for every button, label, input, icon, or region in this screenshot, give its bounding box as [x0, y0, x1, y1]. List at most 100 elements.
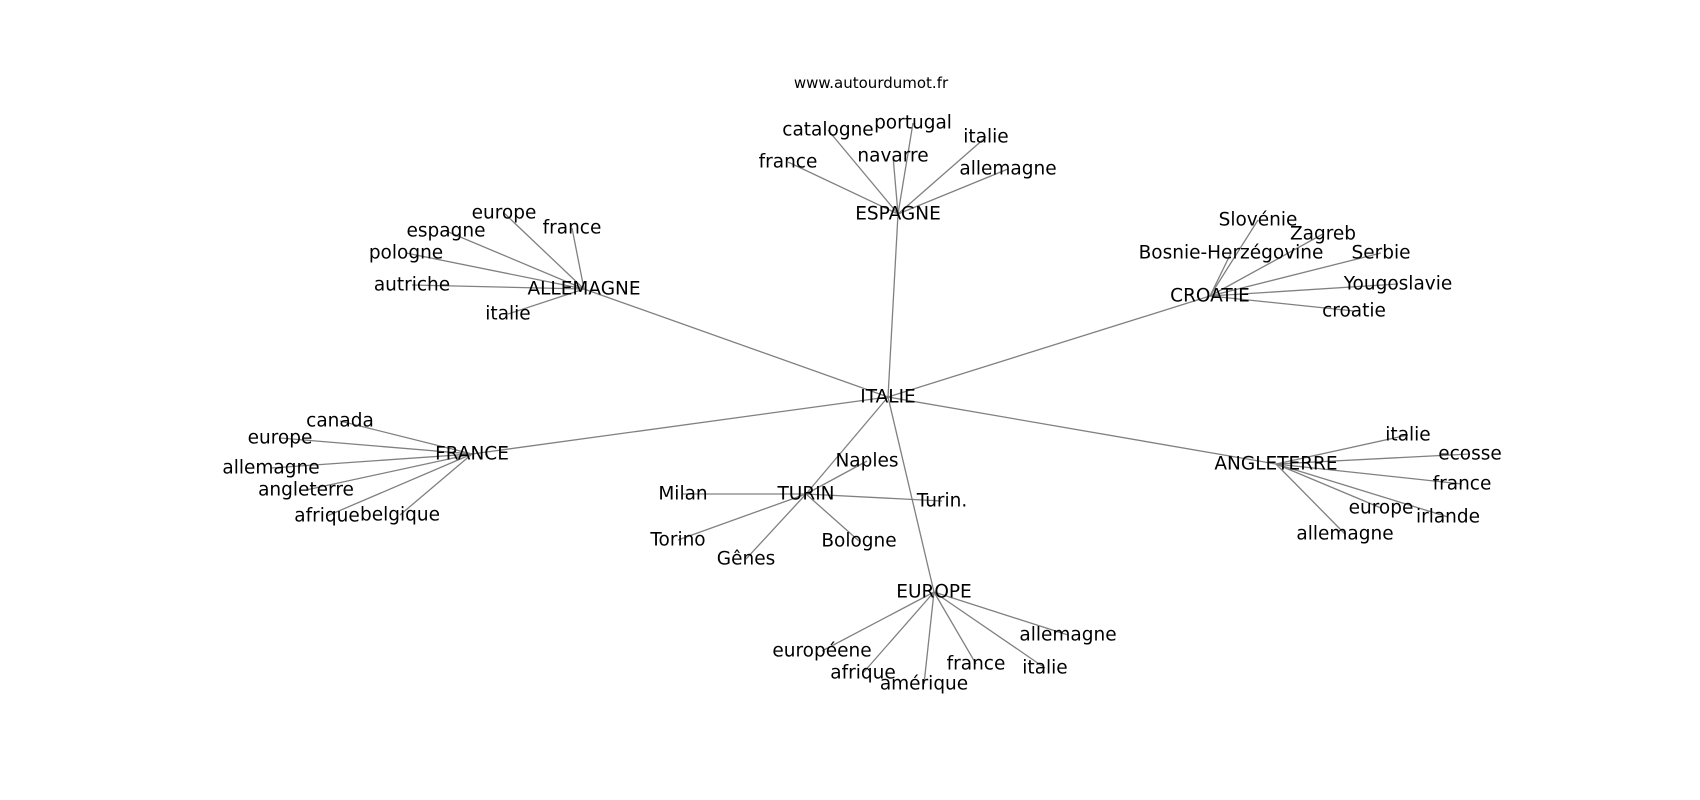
edge-croatie-leaf: [1209, 295, 1355, 312]
center-node-label: ITALIE: [860, 387, 915, 408]
edge-allemagne-leaf: [405, 252, 585, 290]
edge-croatie-leaf: [1209, 252, 1382, 297]
leaf-node-turin: Bologne: [821, 531, 896, 552]
leaf-node-allemagne: france: [543, 218, 602, 239]
edge-france-leaf: [305, 453, 473, 491]
edge-europe-leaf: [933, 591, 1046, 669]
edge-allemagne-leaf: [507, 288, 585, 315]
edge-espagne-leaf: [827, 129, 899, 215]
edge-espagne-leaf: [892, 155, 899, 215]
leaf-node-allemagne: autriche: [374, 275, 450, 296]
leaf-node-france: canada: [306, 411, 374, 432]
leaf-node-angleterre: france: [1433, 474, 1492, 495]
edge-allemagne-leaf: [445, 230, 585, 290]
leaf-node-angleterre: irlande: [1416, 507, 1480, 528]
edge-center-turin: [805, 396, 889, 495]
edge-france-leaf: [279, 437, 473, 455]
edge-angleterre-leaf: [1275, 434, 1409, 465]
leaf-node-croatie: croatie: [1322, 301, 1386, 322]
leaf-node-turin: Gênes: [717, 549, 775, 570]
edge-center-angleterre: [887, 396, 1277, 465]
leaf-node-angleterre: europe: [1349, 498, 1414, 519]
edge-turin-leaf: [805, 493, 943, 502]
leaf-node-europe: amérique: [880, 674, 968, 695]
leaf-node-angleterre: ecosse: [1438, 444, 1502, 465]
leaf-node-croatie: Slovénie: [1219, 210, 1298, 231]
edge-allemagne-leaf: [411, 284, 585, 290]
edge-europe-leaf: [923, 591, 935, 685]
leaf-node-france: afrique: [294, 506, 359, 527]
edge-center-europe: [887, 396, 935, 593]
edge-croatie-leaf: [1209, 219, 1259, 297]
edge-angleterre-leaf: [1275, 463, 1463, 485]
leaf-node-croatie: Bosnie-Herzégovine: [1139, 243, 1324, 264]
edge-allemagne-leaf: [503, 212, 585, 290]
hub-node-allemagne: ALLEMAGNE: [527, 279, 640, 300]
edge-turin-leaf: [677, 493, 807, 541]
leaf-node-europe: européene: [772, 641, 871, 662]
edge-croatie-leaf: [1209, 283, 1399, 297]
leaf-node-croatie: Zagreb: [1290, 224, 1356, 245]
leaf-node-allemagne: italie: [485, 304, 530, 325]
edge-angleterre-leaf: [1275, 453, 1471, 465]
leaf-node-turin: Naples: [835, 451, 898, 472]
leaf-node-europe: afrique: [830, 663, 895, 684]
edge-angleterre-leaf: [1275, 463, 1382, 509]
edge-croatie-leaf: [1209, 252, 1232, 297]
edge-france-leaf: [270, 453, 473, 469]
edge-europe-leaf: [933, 591, 977, 665]
leaf-node-croatie: Yougoslavie: [1343, 274, 1453, 295]
edge-espagne-leaf: [897, 136, 987, 215]
leaf-node-espagne: italie: [963, 127, 1008, 148]
leaf-node-europe: allemagne: [1019, 625, 1116, 646]
leaf-node-angleterre: italie: [1385, 425, 1430, 446]
leaf-node-allemagne: pologne: [369, 243, 443, 264]
edge-france-leaf: [339, 420, 473, 455]
edge-croatie-leaf: [1209, 233, 1324, 297]
hub-node-turin: TURIN: [777, 484, 835, 505]
edge-france-leaf: [399, 453, 473, 516]
edge-espagne-leaf: [897, 168, 1009, 215]
hub-node-espagne: ESPAGNE: [855, 204, 941, 225]
edge-center-allemagne: [583, 288, 889, 398]
edge-europe-leaf: [821, 591, 935, 652]
leaf-node-turin: Turin.: [916, 491, 968, 512]
leaf-node-espagne: france: [759, 152, 818, 173]
leaf-node-angleterre: allemagne: [1296, 524, 1393, 545]
leaf-node-turin: Torino: [649, 530, 705, 551]
leaf-node-croatie: Serbie: [1352, 243, 1411, 264]
edge-turin-leaf: [745, 493, 807, 560]
edge-europe-leaf: [862, 591, 935, 674]
leaf-node-espagne: portugal: [874, 113, 952, 134]
edge-europe-leaf: [933, 591, 1069, 636]
leaf-node-espagne: navarre: [857, 146, 928, 167]
leaf-node-espagne: catalogne: [782, 120, 873, 141]
edge-center-espagne: [887, 213, 899, 398]
hub-node-europe: EUROPE: [896, 582, 972, 603]
leaf-node-france: europe: [248, 428, 313, 449]
edge-allemagne-leaf: [571, 227, 585, 290]
edge-espagne-leaf: [897, 122, 914, 215]
edge-turin-leaf: [805, 493, 860, 542]
leaf-node-allemagne: espagne: [407, 221, 486, 242]
leaf-node-france: belgique: [360, 505, 440, 526]
edge-turin-leaf: [805, 460, 868, 495]
source-watermark: www.autourdumot.fr: [794, 74, 949, 92]
leaf-node-espagne: allemagne: [959, 159, 1056, 180]
edge-angleterre-leaf: [1275, 463, 1346, 535]
leaf-node-allemagne: europe: [472, 203, 537, 224]
edge-espagne-leaf: [787, 161, 899, 215]
edge-angleterre-leaf: [1275, 463, 1449, 518]
leaf-node-europe: italie: [1022, 658, 1067, 679]
leaf-node-france: angleterre: [258, 480, 354, 501]
edge-france-leaf: [326, 453, 473, 517]
leaf-node-turin: Milan: [658, 484, 707, 505]
graph-edges: [270, 122, 1471, 685]
leaf-node-europe: france: [947, 654, 1006, 675]
leaf-node-france: allemagne: [222, 458, 319, 479]
edge-center-croatie: [887, 295, 1211, 398]
edge-center-france: [471, 396, 889, 455]
hub-node-croatie: CROATIE: [1170, 286, 1250, 307]
